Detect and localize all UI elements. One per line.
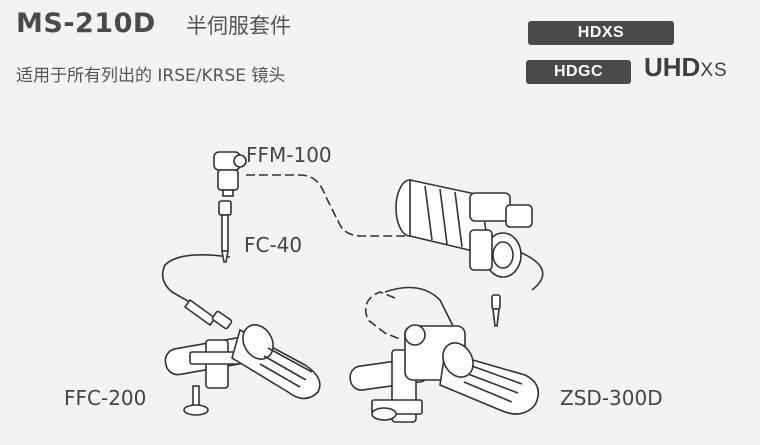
- hdxs-badge: HDXS: [528, 21, 674, 45]
- hdgc-badge: HDGC: [526, 60, 631, 84]
- xs-text: XS: [700, 60, 728, 81]
- fc-cable: [161, 253, 231, 309]
- zsd-label: ZSD-300D: [560, 386, 663, 410]
- zsd-cable: [384, 286, 456, 331]
- uhdxs-logo: UHDXS: [644, 52, 728, 83]
- ffm-connector-icon: [213, 151, 247, 197]
- uhd-text: UHD: [644, 52, 701, 82]
- ffm-cable-dashed: [246, 174, 405, 237]
- ffc-plug-icon: [183, 298, 233, 330]
- zsd-connector-icon: [491, 294, 501, 327]
- zsd-zoom-demand-icon: [349, 324, 540, 423]
- fc-label: FC-40: [244, 233, 303, 257]
- ffc-focus-handle-icon: [164, 324, 321, 416]
- product-model-title: MS-210D: [16, 8, 156, 39]
- product-name: 半伺服套件: [186, 14, 291, 38]
- lens-cable: [514, 249, 544, 291]
- ffc-label: FFC-200: [64, 386, 147, 410]
- ffm-label: FFM-100: [246, 143, 332, 167]
- fc-cable-connector-icon: [218, 200, 232, 263]
- zsd-cable-dashed: [364, 291, 403, 341]
- compatibility-subtitle: 适用于所有列出的 IRSE/KRSE 镜头: [16, 66, 286, 86]
- lens-icon: [395, 179, 533, 278]
